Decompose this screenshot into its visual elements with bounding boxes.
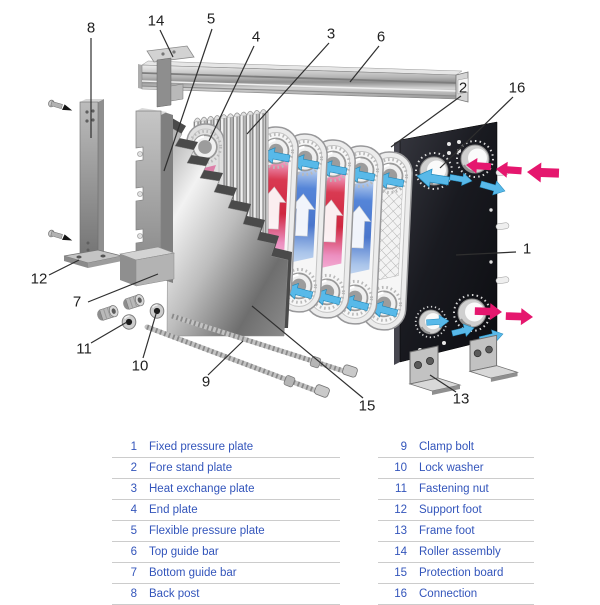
part-name: Support foot xyxy=(419,504,482,516)
fastening-nut xyxy=(95,303,120,323)
hot-flow-arrow xyxy=(526,162,560,184)
part-name: Back post xyxy=(149,588,200,600)
legend-row: 12 Support foot xyxy=(378,500,534,521)
legend-row: 10 Lock washer xyxy=(378,458,534,479)
diagram-label-8: 8 xyxy=(86,19,96,37)
top-guide-bar xyxy=(138,60,469,103)
legend-row: 9 Clamp bolt xyxy=(378,437,534,458)
part-number: 7 xyxy=(130,567,137,579)
hot-flow-arrow xyxy=(495,161,523,179)
legend-row: 16 Connection xyxy=(378,584,534,605)
diagram-label-1: 1 xyxy=(522,240,532,258)
part-name: Clamp bolt xyxy=(419,441,474,453)
part-number: 8 xyxy=(130,588,137,600)
diagram-label-12: 12 xyxy=(30,270,48,288)
hot-flow-arrow xyxy=(505,307,534,326)
diagram-label-6: 6 xyxy=(376,28,386,46)
part-name: Top guide bar xyxy=(149,546,219,558)
diagram-label-13: 13 xyxy=(452,390,470,408)
lock-washer xyxy=(121,313,137,331)
diagram-label-2: 2 xyxy=(458,79,468,97)
diagram-label-7: 7 xyxy=(72,293,82,311)
lock-washer xyxy=(149,302,165,320)
legend-row: 6 Top guide bar xyxy=(112,542,340,563)
part-name: Fastening nut xyxy=(419,483,489,495)
legend-row: 4 End plate xyxy=(112,500,340,521)
part-number: 12 xyxy=(394,504,407,516)
clamp-bolt xyxy=(169,313,358,378)
part-number: 10 xyxy=(394,462,407,474)
diagram-label-4: 4 xyxy=(251,28,261,46)
part-number: 3 xyxy=(130,483,137,495)
back-post-bolt xyxy=(47,98,74,114)
legend-row: 14 Roller assembly xyxy=(378,542,534,563)
part-number: 1 xyxy=(130,441,137,453)
legend-row: 3 Heat exchange plate xyxy=(112,479,340,500)
part-number: 9 xyxy=(400,441,407,453)
diagram-label-11: 11 xyxy=(76,340,92,358)
legend-row: 8 Back post xyxy=(112,584,340,605)
part-number: 6 xyxy=(130,546,137,558)
legend-row: 5 Flexible pressure plate xyxy=(112,521,340,542)
fastening-nut xyxy=(121,292,146,312)
part-name: Heat exchange plate xyxy=(149,483,255,495)
legend-row: 13 Frame foot xyxy=(378,521,534,542)
part-name: Lock washer xyxy=(419,462,484,474)
part-number: 15 xyxy=(394,567,407,579)
diagram-label-5: 5 xyxy=(206,10,216,28)
part-name: Connection xyxy=(419,588,478,600)
part-number: 11 xyxy=(395,483,407,495)
part-name: Bottom guide bar xyxy=(149,567,237,579)
part-number: 4 xyxy=(130,504,137,516)
part-name: Protection board xyxy=(419,567,504,579)
part-name: Roller assembly xyxy=(419,546,501,558)
legend-row: 1 Fixed pressure plate xyxy=(112,437,340,458)
part-number: 16 xyxy=(394,588,407,600)
roller-assembly xyxy=(146,45,195,108)
frame-foot xyxy=(409,345,461,396)
exploded-diagram: 1 2 3 4 5 6 7 8 9 10 11 12 13 14 15 16 xyxy=(30,10,560,415)
part-name: Fixed pressure plate xyxy=(149,441,254,453)
part-name: Fore stand plate xyxy=(149,462,233,474)
part-number: 2 xyxy=(130,462,137,474)
diagram-label-14: 14 xyxy=(147,12,165,30)
part-name: Frame foot xyxy=(419,525,475,537)
legend-column-right: 9 Clamp bolt 10 Lock washer 11 Fastening nu… xyxy=(378,437,534,605)
part-name: Flexible pressure plate xyxy=(149,525,265,537)
legend-row: 2 Fore stand plate xyxy=(112,458,340,479)
diagram-label-10: 10 xyxy=(131,357,149,375)
diagram-label-3: 3 xyxy=(326,25,336,43)
part-number: 5 xyxy=(130,525,137,537)
diagram-label-15: 15 xyxy=(358,397,376,415)
part-number: 14 xyxy=(394,546,407,558)
legend-row: 15 Protection board xyxy=(378,563,534,584)
protection-board xyxy=(166,125,289,337)
bottom-guide-bar xyxy=(118,246,176,287)
diagram-label-9: 9 xyxy=(201,373,211,391)
diagram-svg xyxy=(47,28,560,399)
part-number: 13 xyxy=(394,525,407,537)
legend-row: 7 Bottom guide bar xyxy=(112,563,340,584)
frame-foot xyxy=(469,334,518,383)
part-name: End plate xyxy=(149,504,198,516)
legend-row: 11 Fastening nut xyxy=(378,479,534,500)
support-foot xyxy=(63,249,123,268)
leader-lines xyxy=(48,28,517,399)
clamp-bolt xyxy=(144,324,330,398)
diagram-label-16: 16 xyxy=(508,79,526,97)
back-post xyxy=(79,99,104,259)
back-post-bolt xyxy=(47,228,74,244)
